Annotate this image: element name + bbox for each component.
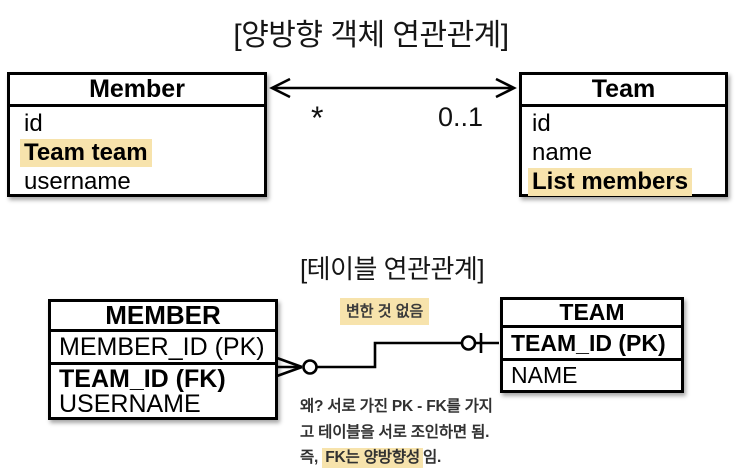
member-class-title: Member	[10, 75, 264, 107]
zero-circle-left-icon	[302, 359, 318, 375]
team-field-members-highlight: List members	[528, 168, 693, 196]
table-association-title: [테이블 연관관계]	[299, 254, 485, 284]
crow-foot-many-icon	[276, 356, 303, 378]
member-table-pk-row: MEMBER_ID (PK)	[51, 332, 275, 365]
member-field-team-highlight: Team team	[20, 139, 152, 167]
note-why-line3-suffix: 임.	[422, 449, 442, 466]
team-table-title: TEAM	[503, 300, 681, 328]
multiplicity-zero-one-label: 0..1	[438, 102, 484, 132]
team-class-box: Team id name List members	[519, 72, 728, 197]
note-why-line3-highlight: FK는 양방향성	[322, 448, 423, 468]
member-field-id: id	[24, 110, 43, 137]
member-field-username: username	[24, 168, 131, 195]
team-class-body: id name List members	[522, 107, 725, 196]
team-table-name-row: NAME	[511, 362, 578, 388]
object-association-title: [양방향 객체 연관관계]	[233, 19, 509, 52]
team-field-members: List members	[528, 167, 725, 196]
member-table-title: MEMBER	[51, 302, 275, 332]
member-table-fk-row: TEAM_ID (FK)	[59, 365, 226, 393]
member-field-team: Team team	[20, 138, 264, 167]
bidirectional-arrow-icon	[269, 77, 517, 99]
multiplicity-many-label: *	[311, 100, 324, 136]
member-table-username-row: USERNAME	[59, 390, 201, 418]
note-why-text: 왜? 서로 가진 PK - FK를 가지 고 테이블을 서로 조인하면 됨. 즉…	[300, 394, 493, 468]
team-field-id: id	[532, 110, 551, 137]
team-class-title: Team	[522, 75, 725, 107]
note-why-line1: 왜? 서로 가진 PK - FK를 가지	[300, 398, 493, 415]
member-class-body: id Team team username	[10, 107, 264, 196]
zero-circle-right-icon	[460, 335, 477, 351]
note-why-line3-prefix: 즉,	[300, 449, 323, 466]
team-field-name: name	[532, 139, 593, 166]
member-db-table: MEMBER MEMBER_ID (PK) TEAM_ID (FK) USERN…	[48, 299, 278, 420]
erd-connector-icon	[276, 333, 499, 378]
note-no-change-badge: 변한 것 없음	[340, 298, 430, 325]
team-db-table: TEAM TEAM_ID (PK) NAME	[500, 297, 684, 393]
note-why-line2: 고 테이블을 서로 조인하면 됨.	[300, 423, 490, 441]
team-table-pk-row: TEAM_ID (PK)	[503, 328, 681, 361]
member-class-box: Member id Team team username	[7, 72, 267, 197]
